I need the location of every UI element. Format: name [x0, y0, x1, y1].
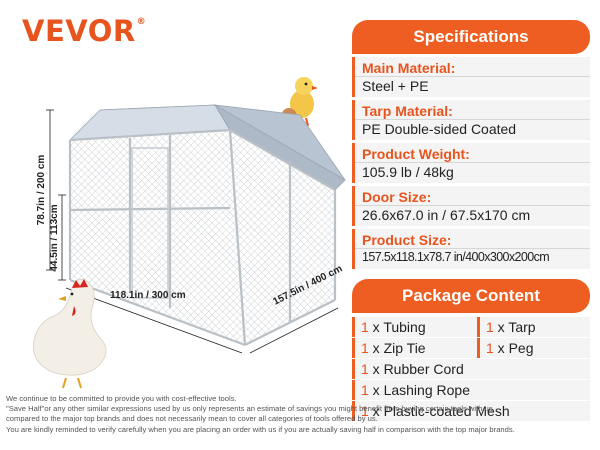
list-item: 1 x Plastic-coated Mesh — [352, 401, 590, 421]
spec-item: Door Size: 26.6x67.0 in / 67.5x170 cm — [352, 186, 590, 226]
spec-value: PE Double-sided Coated — [362, 121, 517, 137]
disclaimer-line: "Save Half"or any other similar expressi… — [6, 404, 493, 414]
spec-label: Product Weight: — [355, 143, 590, 163]
specifications-header: Specifications — [352, 20, 590, 54]
spec-item: Product Size: 157.5x118.1x78.7 in/400x30… — [352, 229, 590, 269]
height-side-label: 44.5in / 113cm — [49, 204, 60, 271]
spec-value: 105.9 lb / 48kg — [362, 164, 454, 180]
spec-label: Tarp Material: — [355, 100, 590, 120]
spec-label: Product Size: — [355, 229, 590, 249]
product-illustration: 78.7in / 200 cm 44.5in / 113cm 118.1in /… — [33, 77, 347, 389]
package-content-header: Package Content — [352, 279, 590, 313]
spec-item: Product Weight: 105.9 lb / 48kg — [352, 143, 590, 183]
list-item: 1 x Lashing Rope — [352, 380, 590, 400]
disclaimer-line: compared to the major top brands and doe… — [6, 414, 378, 424]
spec-item: Tarp Material: PE Double-sided Coated — [352, 100, 590, 140]
list-item: 1 x Tubing 1 x Tarp — [352, 317, 590, 337]
disclaimer: We continue to be committed to provide y… — [6, 394, 598, 435]
brand-logo: VEVOR® — [22, 14, 147, 48]
spec-item: Main Material: Steel + PE — [352, 57, 590, 97]
width-label: 118.1in / 300 cm — [110, 290, 186, 301]
spec-label: Main Material: — [355, 57, 590, 77]
list-item: 1 x Zip Tie 1 x Peg — [352, 338, 590, 358]
rooster-illustration — [33, 278, 107, 389]
height-total-label: 78.7in / 200 cm — [36, 155, 47, 226]
disclaimer-line: We continue to be committed to provide y… — [6, 394, 237, 403]
chick-illustration — [290, 77, 318, 127]
spec-label: Door Size: — [355, 186, 590, 206]
list-item: 1 x Rubber Cord — [352, 359, 590, 379]
chicken-coop — [68, 103, 347, 347]
package-list: 1 x Tubing 1 x Tarp 1 x Zip Tie 1 x Peg … — [352, 317, 590, 421]
spec-value: Steel + PE — [362, 78, 429, 94]
spec-panel: Specifications Main Material: Steel + PE… — [352, 20, 590, 421]
spec-value: 157.5x118.1x78.7 in/400x300x200cm — [362, 250, 550, 264]
disclaimer-line: You are kindly reminded to verify carefu… — [6, 424, 515, 434]
spec-value: 26.6x67.0 in / 67.5x170 cm — [362, 207, 531, 223]
